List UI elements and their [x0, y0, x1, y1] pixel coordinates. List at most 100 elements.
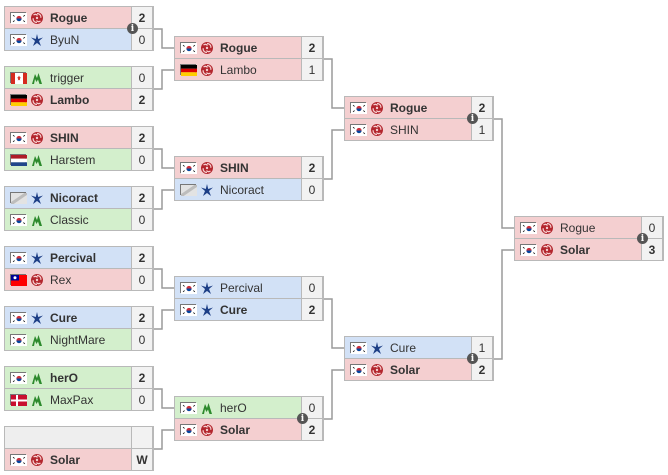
flag-de-icon: [10, 94, 27, 106]
player-name[interactable]: Rogue: [50, 10, 88, 25]
player-name[interactable]: ByuN: [50, 32, 80, 47]
match-info-icon[interactable]: i: [297, 413, 308, 424]
player-slot[interactable]: Lambo 2: [4, 88, 154, 111]
match-r1m8: Solar W: [4, 426, 154, 471]
zerg-race-icon: [200, 161, 214, 175]
player-slot[interactable]: Nicoract 2: [4, 186, 154, 209]
player-score: 2: [471, 358, 493, 381]
flag-un-icon: [180, 183, 198, 198]
flag-nl-icon: [10, 154, 27, 166]
player-name[interactable]: Nicoract: [50, 190, 99, 205]
protoss-race-icon: [30, 191, 44, 205]
player-name[interactable]: NightMare: [50, 332, 106, 347]
player-name[interactable]: herO: [220, 400, 247, 415]
match-info-icon[interactable]: i: [637, 233, 648, 244]
flag-kr-icon: [350, 102, 367, 114]
zerg-race-icon: [200, 41, 214, 55]
player-name[interactable]: MaxPax: [50, 392, 94, 407]
player-name[interactable]: Solar: [50, 452, 81, 467]
player-name[interactable]: Nicoract: [220, 182, 265, 197]
player-name[interactable]: trigger: [50, 70, 85, 85]
zerg-race-icon: [30, 93, 44, 107]
player-name[interactable]: SHIN: [50, 130, 79, 145]
zerg-race-icon: [200, 423, 214, 437]
player-score: 1: [471, 118, 493, 141]
player-name[interactable]: Lambo: [220, 62, 257, 77]
player-name[interactable]: Cure: [390, 340, 417, 355]
player-score: W: [131, 448, 153, 471]
flag-kr-icon: [350, 364, 367, 376]
flag-kr-icon: [10, 252, 27, 264]
player-name[interactable]: Solar: [560, 242, 591, 257]
zerg-race-icon: [370, 101, 384, 115]
player-name[interactable]: Rogue: [390, 100, 428, 115]
player-name[interactable]: SHIN: [220, 160, 249, 175]
flag-kr-icon: [180, 424, 197, 436]
flag-kr-icon: [10, 334, 27, 346]
match-info-icon[interactable]: i: [467, 353, 478, 364]
player-score: 0: [131, 66, 153, 89]
flag-tw-icon: [10, 274, 27, 286]
flag-kr-icon: [350, 342, 367, 354]
player-slot[interactable]: Solar 2: [344, 358, 494, 381]
zerg-race-icon: [30, 273, 44, 287]
player-score: 2: [131, 126, 153, 149]
flag-kr-icon: [10, 12, 27, 24]
player-slot[interactable]: [4, 426, 154, 449]
player-name[interactable]: SHIN: [390, 122, 419, 137]
player-name[interactable]: Cure: [50, 310, 78, 325]
player-name[interactable]: Solar: [390, 362, 421, 377]
player-name[interactable]: Rex: [50, 272, 72, 287]
player-name[interactable]: Rogue: [220, 40, 258, 55]
player-name[interactable]: Rogue: [560, 220, 596, 235]
player-slot[interactable]: SHIN 2: [4, 126, 154, 149]
match-info-icon[interactable]: i: [127, 23, 138, 34]
zerg-race-icon: [30, 131, 44, 145]
player-slot[interactable]: SHIN 1: [344, 118, 494, 141]
player-name[interactable]: Harstem: [50, 152, 96, 167]
player-score: 2: [131, 306, 153, 329]
player-name[interactable]: Percival: [220, 280, 263, 295]
player-slot[interactable]: trigger 0: [4, 66, 154, 89]
player-score: 2: [131, 186, 153, 209]
player-slot[interactable]: Cure 2: [4, 306, 154, 329]
player-name[interactable]: Cure: [220, 302, 248, 317]
terran-race-icon: [30, 213, 44, 227]
player-name[interactable]: herO: [50, 370, 79, 385]
player-name[interactable]: Solar: [220, 422, 251, 437]
player-slot[interactable]: Solar W: [4, 448, 154, 471]
player-score: 2: [131, 88, 153, 111]
player-name[interactable]: Classic: [50, 212, 89, 227]
player-name[interactable]: Lambo: [50, 92, 90, 107]
player-name[interactable]: Percival: [50, 250, 97, 265]
flag-de-icon: [180, 64, 197, 76]
match-info-icon[interactable]: i: [467, 113, 478, 124]
